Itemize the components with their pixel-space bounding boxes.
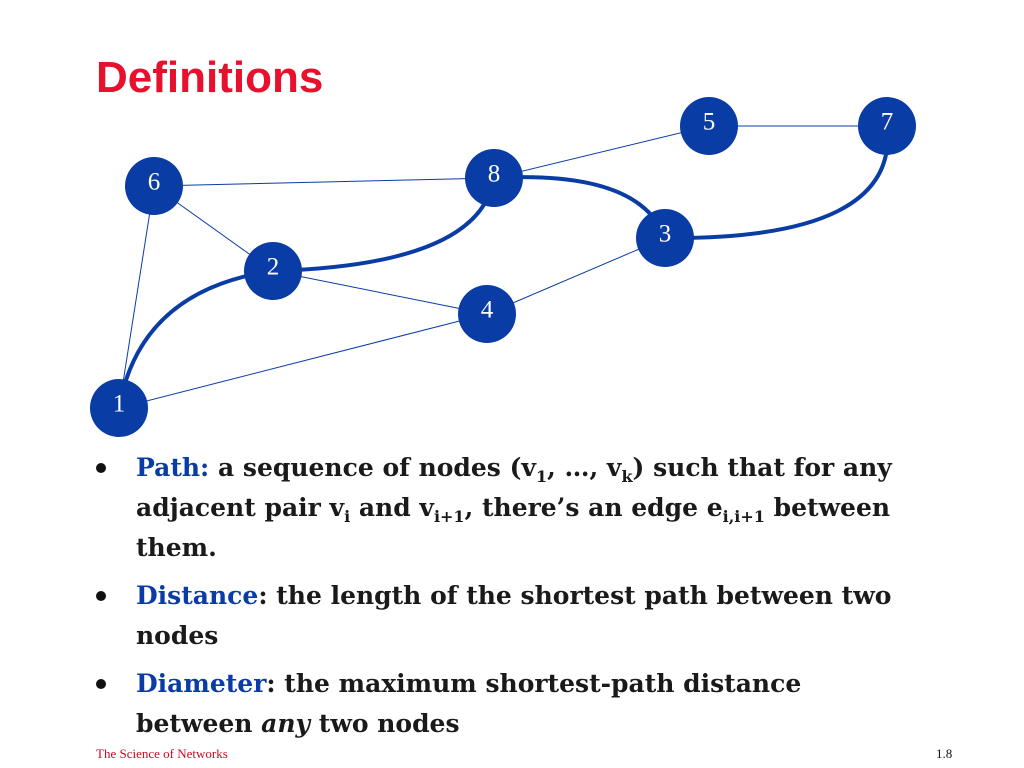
definition-text: : the maximum shortest-path distance bet…	[136, 669, 802, 738]
edge-2-4	[272, 270, 488, 315]
slide-title: Definitions	[96, 53, 324, 102]
subscript: i+1	[433, 507, 465, 526]
subscript: i	[344, 507, 351, 526]
node-circle	[90, 379, 148, 437]
node-5: 5	[680, 97, 738, 155]
term-path: Path:	[136, 453, 210, 482]
node-circle	[465, 149, 523, 207]
definition-text: between them.	[136, 493, 891, 562]
edge-4-3	[486, 237, 666, 315]
node-circle	[244, 242, 302, 300]
definition-text: two nodes	[310, 709, 460, 738]
network-graph: 1 2 3 4 5 6 7 8	[90, 97, 916, 437]
node-1: 1	[90, 379, 148, 437]
node-6: 6	[125, 157, 183, 215]
node-label: 8	[488, 161, 501, 188]
definition-list: Path: a sequence of nodes (v1, …, vk) su…	[96, 448, 916, 752]
edge-8-5	[493, 125, 710, 179]
node-circle	[636, 209, 694, 267]
definition-text: , …, v	[547, 453, 622, 482]
node-circle	[680, 97, 738, 155]
definition-diameter: Diameter: the maximum shortest-path dist…	[96, 664, 916, 744]
definition-text: ) such that for any adjacent pair v	[136, 453, 892, 522]
node-label: 1	[113, 391, 126, 418]
node-label: 6	[148, 169, 161, 196]
node-circle	[125, 157, 183, 215]
node-2: 2	[244, 242, 302, 300]
bullet-dot-icon	[96, 679, 106, 689]
definition-path: Path: a sequence of nodes (v1, …, vk) su…	[96, 448, 916, 568]
term-diameter: Diameter	[136, 669, 267, 698]
edge-6-1	[118, 185, 155, 409]
path-edge-2-8	[272, 177, 496, 273]
node-label: 4	[481, 297, 494, 324]
node-label: 7	[881, 109, 894, 136]
node-4: 4	[458, 285, 516, 343]
footer-slide-number: 1.8	[936, 746, 953, 761]
term-distance: Distance	[136, 581, 259, 610]
edge-1-4	[118, 313, 488, 409]
node-label: 5	[703, 109, 716, 136]
subscript: i,i+1	[722, 507, 765, 526]
edge-6-8	[153, 177, 495, 187]
bullet-dot-icon	[96, 591, 106, 601]
node-circle	[858, 97, 916, 155]
footer-course-name: The Science of Networks	[96, 746, 228, 761]
definition-distance: Distance: the length of the shortest pat…	[96, 576, 916, 656]
graph-nodes: 1 2 3 4 5 6 7 8	[90, 97, 916, 437]
node-label: 2	[267, 254, 280, 281]
definition-text: , there’s an edge e	[464, 493, 723, 522]
node-label: 3	[659, 221, 672, 248]
subscript: 1	[535, 467, 548, 486]
path-edge-1-2	[117, 269, 274, 409]
node-8: 8	[465, 149, 523, 207]
definition-text: : the length of the shortest path betwee…	[136, 581, 892, 650]
subscript: k	[621, 467, 633, 486]
emphasis-any: any	[261, 709, 311, 738]
node-3: 3	[636, 209, 694, 267]
node-7: 7	[858, 97, 916, 155]
node-circle	[458, 285, 516, 343]
definition-text: a sequence of nodes (v	[209, 453, 536, 482]
definition-text: and v	[350, 493, 434, 522]
bullet-dot-icon	[96, 463, 106, 473]
